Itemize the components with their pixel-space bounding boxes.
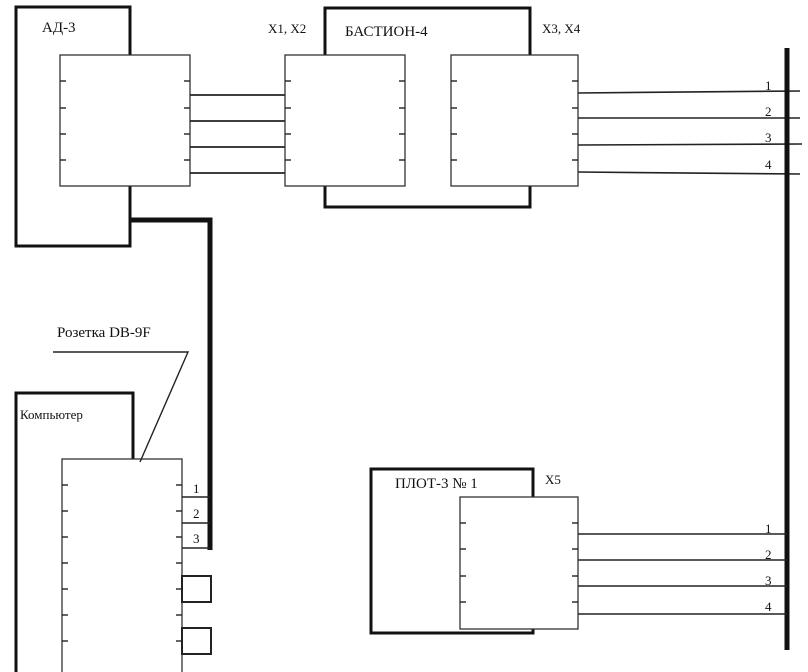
bus-bottom-wire-2: 2 <box>765 547 772 562</box>
bus-top-wire-3: 3 <box>765 130 772 145</box>
bastion-bus-wires <box>577 90 803 175</box>
x5-connector <box>459 496 579 630</box>
bastion-label: БАСТИОН-4 <box>345 24 428 40</box>
computer-label: Компьютер <box>20 407 83 422</box>
pin-1-label: 1 <box>193 481 200 496</box>
bastion-connector-x1-x2 <box>284 54 406 187</box>
bastion-connector-x3-x4 <box>450 54 579 187</box>
db9-connector <box>61 458 183 672</box>
socket-leader-line <box>53 351 190 463</box>
ad3-label: АД-3 <box>42 20 76 36</box>
rs-cable <box>130 217 213 550</box>
bus-bottom-wire-4: 4 <box>765 599 772 614</box>
bus-bottom-wire-1: 1 <box>765 521 772 536</box>
socket-label: Розетка DB-9F <box>57 325 151 341</box>
bus-bottom-wire-3: 3 <box>765 573 772 588</box>
x5-label: X5 <box>545 472 561 487</box>
pin-3-label: 3 <box>193 531 200 546</box>
bus-top-wire-2: 2 <box>765 104 772 119</box>
connector-x1-x2-label: X1, X2 <box>268 21 306 36</box>
computer-device: 1 2 3 Компьютер Розетка DB-9F <box>14 325 212 672</box>
ad3-bastion-wires <box>190 94 285 174</box>
connector-x3-x4-label: X3, X4 <box>542 21 581 36</box>
bus-top-wire-4: 4 <box>765 157 772 172</box>
ad3-connector <box>59 54 191 187</box>
bus-top-wire-1: 1 <box>765 78 772 93</box>
plot-bus-wires <box>578 533 787 615</box>
plot-device: ПЛОТ-3 № 1 X5 <box>369 467 579 635</box>
plot-label: ПЛОТ-3 № 1 <box>395 476 478 492</box>
ad3-device: АД-3 <box>14 5 191 248</box>
pin-2-label: 2 <box>193 506 200 521</box>
bastion-device: БАСТИОН-4 X1, X2 X3, X4 <box>268 6 581 209</box>
